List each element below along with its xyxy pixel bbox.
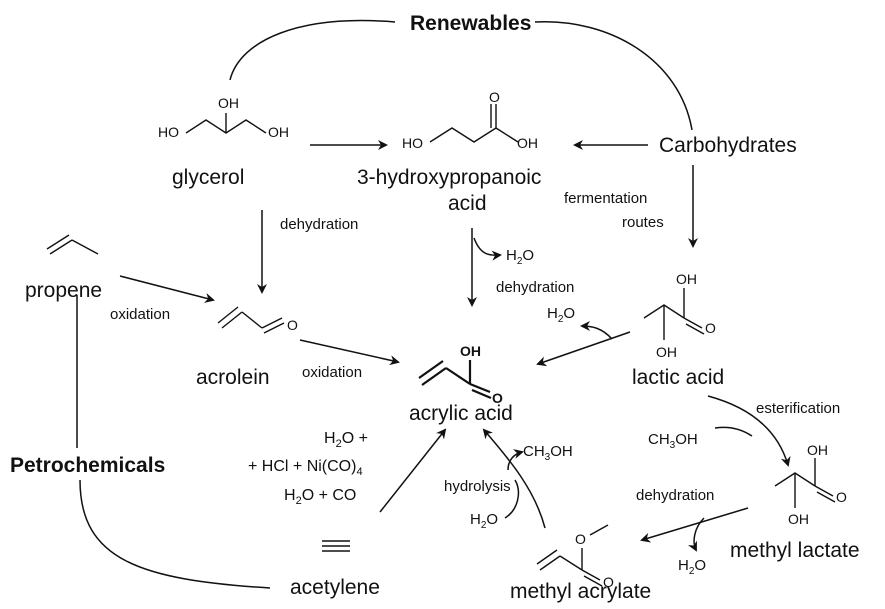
acrolein-structure: O bbox=[217, 306, 298, 334]
acetylene-label: acetylene bbox=[290, 576, 380, 599]
acrylic-acid-label: acrylic acid bbox=[409, 402, 513, 425]
step-fermentation-line1: fermentation bbox=[564, 190, 647, 207]
glycerol-label: glycerol bbox=[172, 166, 244, 189]
svg-text:O: O bbox=[705, 320, 716, 336]
svg-text:HO: HO bbox=[402, 135, 423, 151]
renewables-curve-right bbox=[534, 21, 693, 131]
arrow-ch3oh-out-hydrolysis bbox=[507, 449, 524, 471]
arrow-acetylene-to-acrylic bbox=[379, 428, 447, 513]
arrow-h2o-loss-lactic bbox=[580, 321, 613, 340]
reagent-acetylene-line2: + HCl + Ni(CO)4 bbox=[248, 458, 363, 478]
arrow-h2o-loss-methyl-lactate bbox=[687, 517, 705, 552]
acrolein-label: acrolein bbox=[196, 366, 270, 389]
methyl-acrylate-label: methyl acrylate bbox=[510, 580, 651, 603]
reagent-h2o-methyl-lactate: H2O bbox=[678, 557, 706, 577]
arrow-acrolein-to-acrylic bbox=[299, 339, 400, 366]
svg-text:OH: OH bbox=[656, 344, 677, 360]
step-oxidation-acrolein: oxidation bbox=[302, 364, 362, 381]
svg-text:OH: OH bbox=[517, 135, 538, 151]
arrow-methyl-lactate-to-methyl-acrylate bbox=[640, 507, 749, 543]
lactic-acid-structure: OH O OH bbox=[643, 271, 716, 360]
renewables-curve-left bbox=[229, 19, 396, 81]
propene-label: propene bbox=[25, 279, 102, 302]
step-oxidation-propene: oxidation bbox=[110, 306, 170, 323]
glycerol-structure: HO OH OH bbox=[158, 95, 289, 140]
arrow-h2o-loss-hpa bbox=[473, 237, 502, 261]
carbohydrates-label: Carbohydrates bbox=[659, 134, 797, 157]
step-dehydration-lactate: dehydration bbox=[636, 487, 714, 504]
step-esterification: esterification bbox=[756, 400, 840, 417]
svg-text:HO: HO bbox=[158, 124, 179, 140]
arrow-propene-to-acrolein bbox=[119, 275, 215, 303]
arrow-lactic-to-methyl-lactate bbox=[707, 395, 791, 467]
arrow-h2o-in-hydrolysis bbox=[504, 479, 520, 519]
svg-text:OH: OH bbox=[460, 343, 481, 359]
svg-text:OH: OH bbox=[788, 511, 809, 527]
svg-text:O: O bbox=[836, 489, 847, 505]
petrochemicals-label: Petrochemicals bbox=[10, 454, 165, 477]
propene-structure bbox=[46, 234, 99, 255]
arrow-methyl-acrylate-to-acrylic bbox=[482, 428, 546, 529]
acrylic-acid-structure: OH O bbox=[418, 343, 503, 406]
renewables-label: Renewables bbox=[410, 12, 531, 35]
arrow-lactic-to-acrylic bbox=[536, 331, 631, 367]
reagent-ch3oh-ester: CH3OH bbox=[648, 431, 698, 451]
svg-text:OH: OH bbox=[676, 271, 697, 287]
svg-text:O: O bbox=[575, 531, 586, 547]
reagent-h2o-hydrolysis: H2O bbox=[470, 511, 498, 531]
reagent-acetylene-line1: H2O + bbox=[324, 430, 368, 450]
svg-text:OH: OH bbox=[807, 442, 828, 458]
hpa-structure: HO O OH bbox=[402, 89, 538, 151]
svg-text:O: O bbox=[492, 390, 503, 406]
methyl-lactate-structure: OH O OH bbox=[774, 442, 847, 527]
step-fermentation-line2: routes bbox=[622, 214, 664, 231]
reagent-acetylene-line3: H2O + CO bbox=[284, 487, 356, 507]
svg-text:OH: OH bbox=[268, 124, 289, 140]
step-dehydration-hpa: dehydration bbox=[496, 279, 574, 296]
reagent-ch3oh-hydrolysis: CH3OH bbox=[523, 443, 573, 463]
arrow-ch3oh-in bbox=[714, 426, 753, 437]
svg-text:O: O bbox=[603, 574, 614, 590]
svg-text:O: O bbox=[489, 89, 500, 105]
hpa-label-line2: acid bbox=[448, 192, 487, 215]
methyl-acrylate-structure: O O bbox=[536, 524, 614, 590]
svg-text:O: O bbox=[287, 317, 298, 333]
lactic-acid-label: lactic acid bbox=[632, 366, 724, 389]
petrochemicals-curve bbox=[79, 479, 271, 589]
reagent-h2o-lactic: H2O bbox=[547, 305, 575, 325]
step-dehydration-glycerol: dehydration bbox=[280, 216, 358, 233]
step-hydrolysis: hydrolysis bbox=[444, 478, 511, 495]
acetylene-structure bbox=[322, 540, 350, 552]
svg-text:OH: OH bbox=[218, 95, 239, 111]
methyl-lactate-label: methyl lactate bbox=[730, 539, 860, 562]
reagent-h2o-hpa: H2O bbox=[506, 247, 534, 267]
hpa-label-line1: 3-hydroxypropanoic bbox=[357, 166, 541, 189]
